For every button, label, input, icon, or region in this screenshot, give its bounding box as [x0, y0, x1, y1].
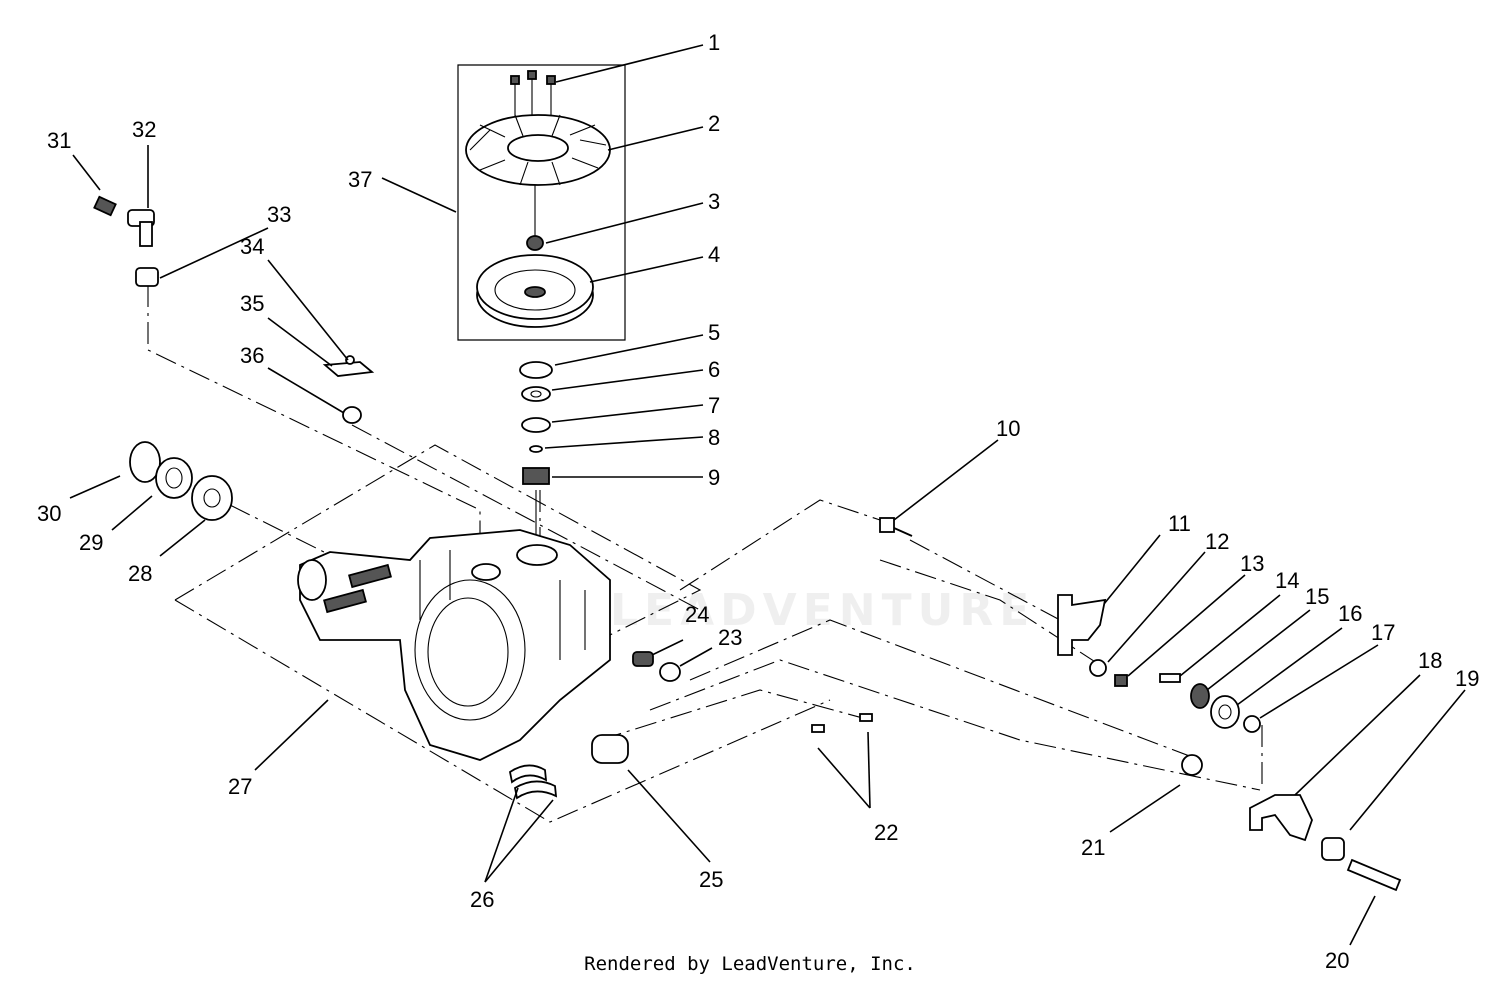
part-36-washer	[342, 406, 362, 424]
part-23-spacer	[659, 662, 681, 682]
pulley-assembly-frame	[457, 64, 626, 341]
callout-21: 21	[1081, 835, 1105, 860]
callout-13: 13	[1240, 551, 1264, 576]
callout-6: 6	[708, 357, 720, 382]
rendered-by-credit: Rendered by LeadVenture, Inc.	[584, 953, 916, 975]
callout-16: 16	[1338, 601, 1362, 626]
callout-15: 15	[1305, 584, 1329, 609]
callout-34: 34	[240, 234, 264, 259]
callout-7: 7	[708, 393, 720, 418]
callout-30: 30	[37, 501, 61, 526]
callout-24: 24	[685, 602, 709, 627]
part-9-bearing	[522, 467, 550, 540]
part-4-pulley	[476, 254, 594, 328]
callout-23: 23	[718, 625, 742, 650]
part-7-seal	[521, 417, 551, 433]
callout-32: 32	[132, 117, 156, 142]
part-19-spacer	[1321, 837, 1345, 861]
part-27-transmission-housing	[297, 529, 611, 761]
callout-35: 35	[240, 291, 264, 316]
callout-22: 22	[874, 820, 898, 845]
callout-36: 36	[240, 343, 264, 368]
callout-33: 33	[267, 202, 291, 227]
leader-lines	[69, 44, 1466, 946]
callout-1: 1	[708, 30, 720, 55]
part-21-washer	[1181, 754, 1203, 776]
part-6-washer	[521, 386, 551, 402]
callout-37: 37	[348, 167, 372, 192]
part-10-bolt	[879, 517, 913, 537]
part-16-bearing	[1210, 695, 1240, 729]
callout-4: 4	[708, 242, 720, 267]
part-29-seal	[155, 457, 193, 499]
part-12-spacer	[1089, 659, 1107, 677]
part-2-fan	[465, 114, 611, 186]
part-8-o-ring	[529, 445, 543, 453]
part-28-bearing	[191, 475, 233, 521]
callout-19: 19	[1455, 666, 1479, 691]
part-20-bolt	[1346, 858, 1402, 892]
callout-20: 20	[1325, 948, 1349, 973]
part-15-washer	[1190, 683, 1210, 709]
part-33-grommet	[135, 267, 159, 287]
callout-3: 3	[708, 189, 720, 214]
callout-11: 11	[1168, 511, 1191, 536]
part-24-bushing	[632, 651, 654, 667]
part-26-bearing-shells	[508, 764, 558, 800]
callout-5: 5	[708, 320, 720, 345]
part-5-retaining-ring	[519, 361, 553, 379]
part-3-nut	[526, 185, 544, 251]
callout-12: 12	[1205, 529, 1229, 554]
callout-26: 26	[470, 887, 494, 912]
callout-29: 29	[79, 530, 103, 555]
part-22-pins	[811, 713, 873, 733]
callout-28: 28	[128, 561, 152, 586]
part-34-35-bracket	[322, 355, 375, 377]
callout-27: 27	[228, 774, 252, 799]
part-31-fitting	[93, 195, 117, 217]
part-13-nut	[1114, 674, 1128, 687]
part-14-bolt	[1159, 673, 1181, 683]
callout-10: 10	[996, 416, 1020, 441]
watermark-logo: LEADVENTURE	[610, 585, 1036, 636]
part-30-snap-ring	[129, 441, 161, 483]
callout-9: 9	[708, 465, 720, 490]
callout-14: 14	[1275, 568, 1299, 593]
callout-31: 31	[47, 128, 71, 153]
callout-17: 17	[1371, 620, 1395, 645]
part-32-elbow-fitting	[127, 209, 155, 247]
callout-8: 8	[708, 425, 720, 450]
part-1-screws	[510, 70, 556, 150]
phantom-lines	[147, 285, 1263, 823]
part-11-bracket	[1057, 594, 1107, 656]
callout-18: 18	[1418, 648, 1442, 673]
callout-labels: 1 2 3 4 5 6 7 8 9 10 11 12 13 14 15 16 1…	[37, 30, 1479, 973]
part-18-arm	[1249, 794, 1313, 842]
callout-2: 2	[708, 111, 720, 136]
callout-25: 25	[699, 867, 723, 892]
part-17-washer	[1243, 715, 1261, 733]
part-25-cap	[591, 734, 629, 764]
